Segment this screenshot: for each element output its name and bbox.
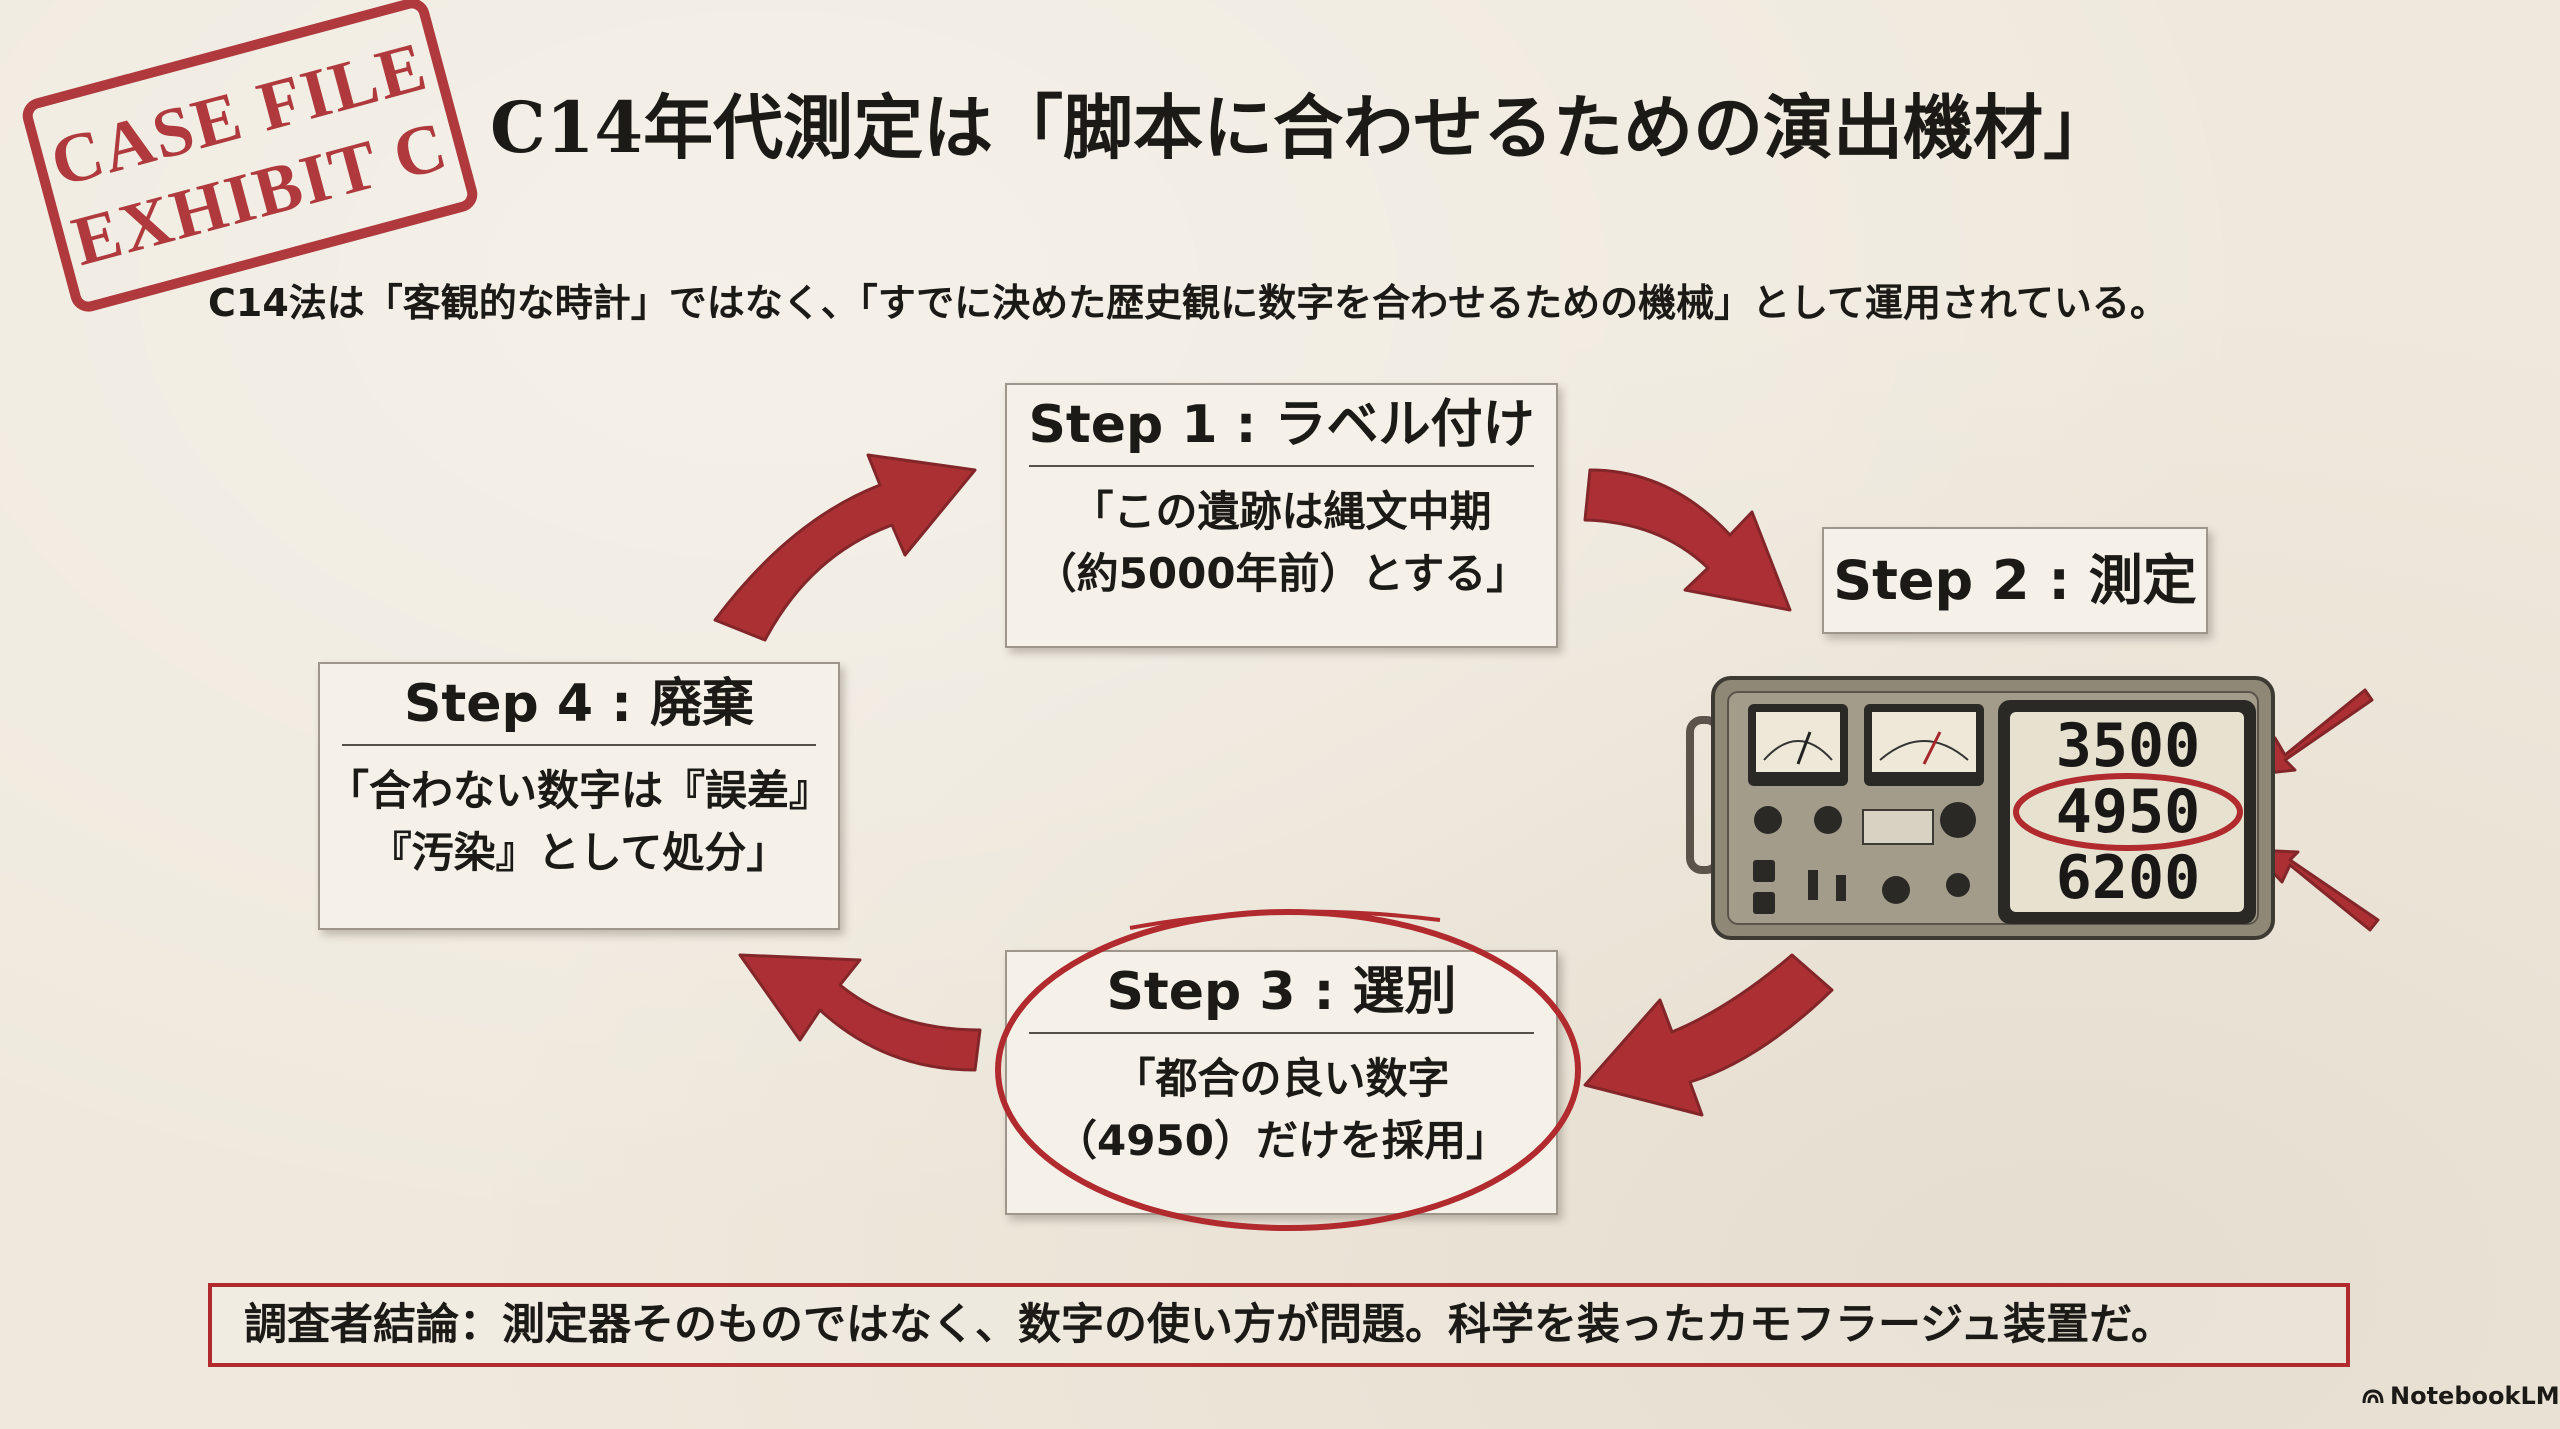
step1-card: Step 1 : ラベル付け 「この遺跡は縄文中期 （約5000年前）とする」 — [1005, 383, 1558, 648]
c14-measuring-device: 3500 4950 6200 — [1686, 676, 2275, 940]
step3-heading: Step 3 : 選別 — [1106, 962, 1457, 1022]
reading-1: 3500 — [2056, 711, 2201, 781]
reading-2: 4950 — [2056, 777, 2201, 847]
device-small-display — [1862, 809, 1934, 845]
investigator-conclusion: 調査者結論：測定器そのものではなく、数字の使い方が問題。科学を装ったカモフラージ… — [208, 1283, 2350, 1367]
reading-highlight-circle — [2013, 773, 2243, 851]
notebooklm-brand: NotebookLM — [2362, 1382, 2560, 1410]
step4-body-line2: 『汚染』として処分」 — [369, 828, 789, 877]
page-subtitle: C14法は「客観的な時計」ではなく、「すでに決めた歴史観に数字を合わせるための機… — [208, 281, 2168, 325]
step3-card: Step 3 : 選別 「都合の良い数字 （4950）だけを採用」 — [1005, 950, 1558, 1215]
step3-highlight-circle — [995, 909, 1581, 1231]
brand-label: NotebookLM — [2390, 1382, 2560, 1410]
step1-heading: Step 1 : ラベル付け — [1028, 395, 1535, 455]
step3-divider — [1029, 1032, 1534, 1034]
step1-body-line1: 「この遺跡は縄文中期 — [1071, 487, 1492, 536]
arrow-device-to-step3 — [1583, 953, 1834, 1117]
step3-body-line1: 「都合の良い数字 — [1113, 1054, 1450, 1103]
step4-body-line1: 「合わない数字は『誤差』 — [326, 766, 831, 815]
reading-3: 6200 — [2056, 843, 2201, 913]
arrow-step4-to-step1 — [713, 453, 977, 642]
knobs-icon — [1753, 802, 1976, 914]
arrow-step1-to-step2 — [1583, 468, 1792, 612]
step2-label: Step 2 : 測定 — [1822, 527, 2208, 634]
gauge-left-icon — [1748, 704, 1848, 786]
gauge-right-icon — [1864, 704, 1984, 786]
step1-divider — [1029, 465, 1534, 467]
step3-body-line2: （4950）だけを採用」 — [1055, 1116, 1508, 1165]
arrow-step3-to-step4 — [738, 953, 982, 1072]
notebooklm-logo-icon — [2362, 1389, 2384, 1404]
step4-card: Step 4 : 廃棄 「合わない数字は『誤差』 『汚染』として処分」 — [318, 662, 840, 930]
page-title: C14年代測定は「脚本に合わせるための演出機材」 — [490, 86, 2114, 169]
step1-body-line2: （約5000年前）とする」 — [1034, 549, 1529, 598]
step4-divider — [342, 744, 816, 746]
step4-heading: Step 4 : 廃棄 — [403, 674, 755, 734]
